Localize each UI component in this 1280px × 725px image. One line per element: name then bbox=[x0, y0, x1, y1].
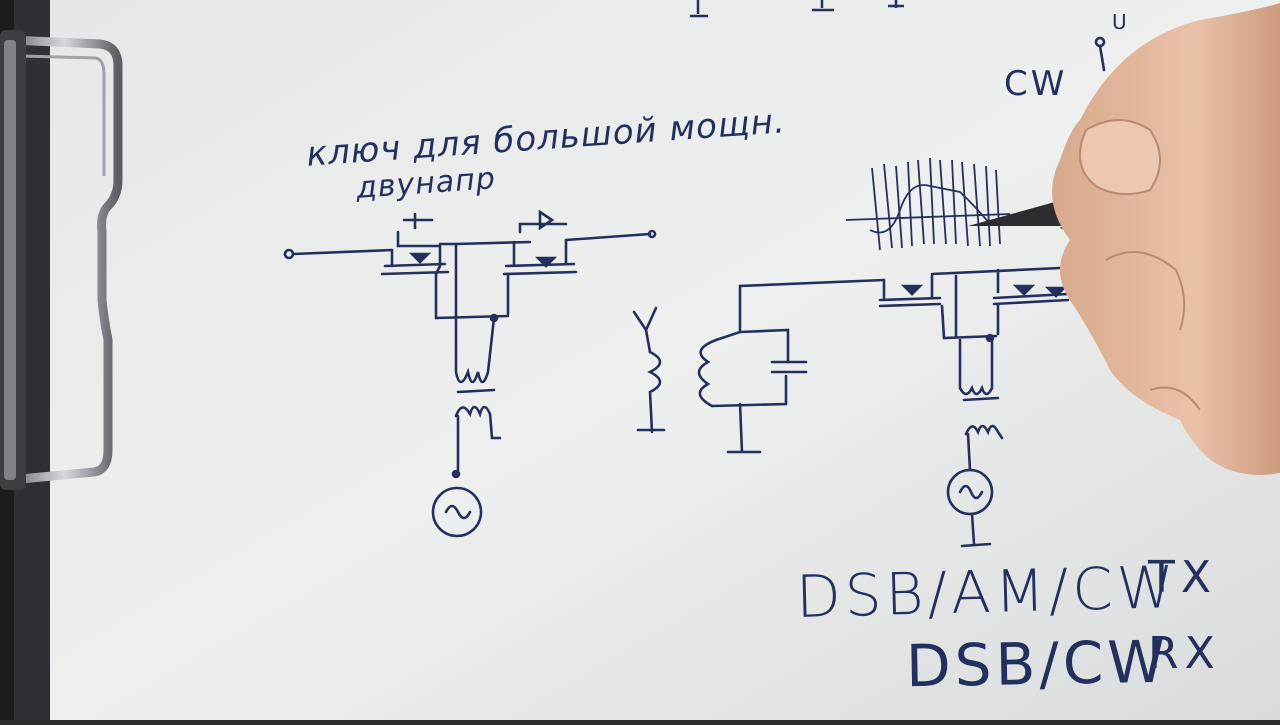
left-schematic bbox=[283, 209, 657, 538]
clipboard-clip bbox=[0, 30, 123, 490]
rx-label: RX bbox=[1148, 628, 1221, 679]
waveform-sketch bbox=[845, 157, 1011, 251]
tx-label: TX bbox=[1148, 552, 1218, 603]
tx-modes: DSB/AM/CW bbox=[795, 553, 1179, 631]
right-schematic bbox=[878, 36, 1106, 548]
lc-tank bbox=[632, 278, 886, 454]
hand-with-pen bbox=[968, 3, 1280, 475]
rx-modes: DSB/CW bbox=[905, 627, 1170, 701]
mode-label: CW bbox=[1004, 64, 1068, 104]
supply-label: U bbox=[1112, 10, 1129, 34]
paper-sheet bbox=[48, 0, 1280, 720]
